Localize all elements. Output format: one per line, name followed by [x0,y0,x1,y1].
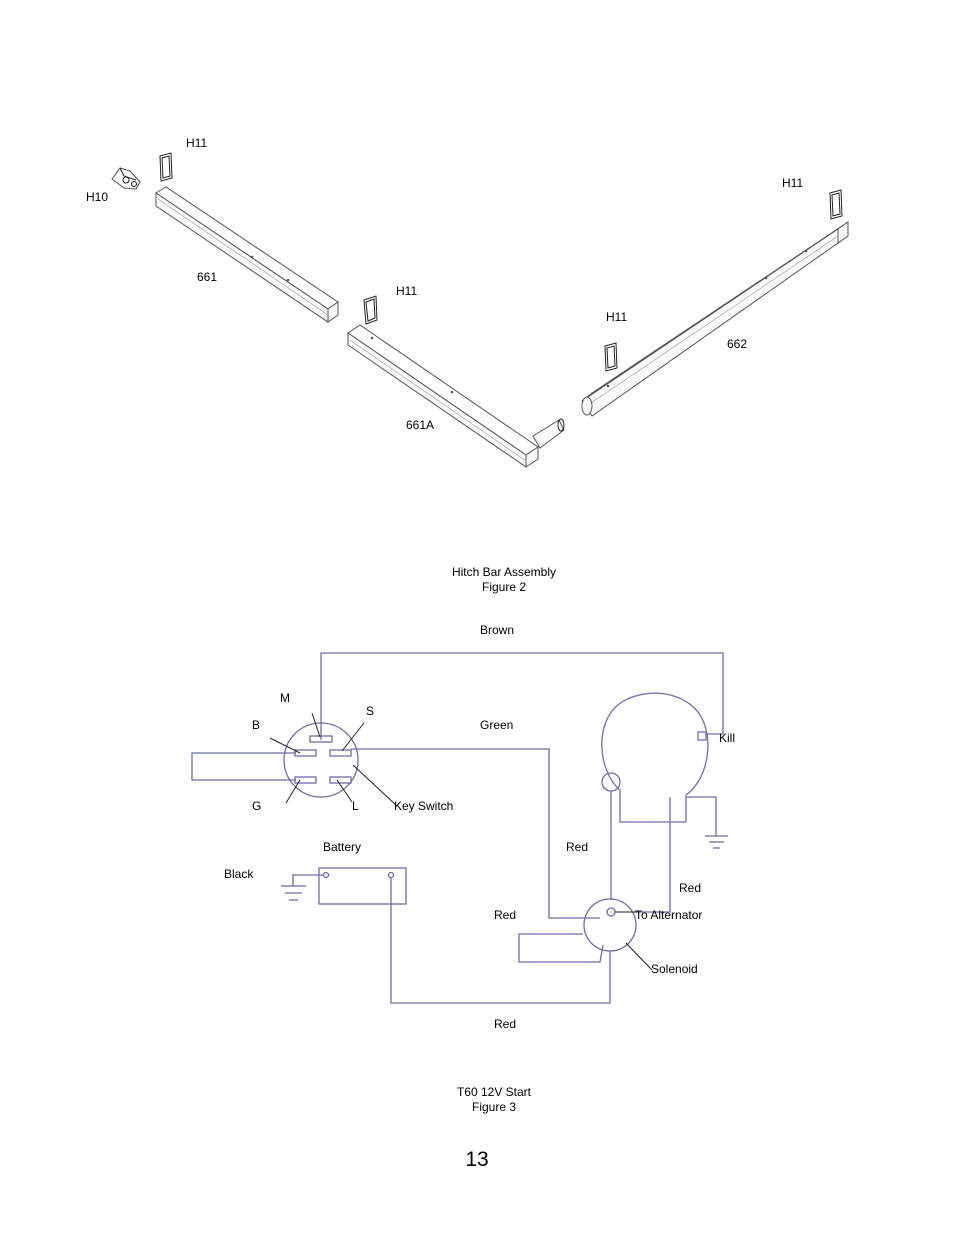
label-red-top: Red [566,840,588,854]
label-h11-b: H11 [396,284,417,298]
part-661-bar [155,186,339,323]
part-h11-pin-a [159,152,173,182]
b-to-g-jumper-wire [191,752,296,781]
battery-positive-terminal [387,871,395,879]
part-h11-pin-d [829,189,843,220]
leader-g [285,779,301,804]
label-brown: Brown [480,623,514,637]
label-to-alternator: To Alternator [635,908,702,922]
green-wire [351,748,600,919]
label-kill: Kill [719,731,735,745]
battery [281,867,407,905]
battery-negative-terminal [322,871,330,879]
terminal-b [294,749,317,757]
alternator-terminal [601,772,621,792]
label-l: L [352,799,359,813]
label-green: Green [480,718,513,732]
label-h10: H10 [86,190,108,204]
label-h11-d: H11 [782,176,803,190]
hitch-bar-assembly-figure: H11 H10 661 H11 H11 H11 662 661A Hitch B… [86,136,849,594]
label-red-right: Red [679,881,701,895]
leader-s [341,722,365,752]
solenoid [583,898,637,952]
page-number: 13 [465,1148,488,1171]
label-solenoid: Solenoid [651,962,698,976]
label-red-left: Red [494,908,516,922]
figure2-caption-number: Figure 2 [482,580,526,594]
brown-wire [320,652,724,740]
label-s: S [366,704,374,718]
leader-key-switch [352,764,398,807]
terminal-s [329,749,352,757]
red-wire-battery [390,878,611,1004]
label-b: B [252,718,260,732]
kill-terminal [697,731,707,741]
label-662: 662 [727,337,747,351]
leader-l [336,779,353,803]
figure3-caption-title: T60 12V Start [457,1085,532,1099]
part-661a-bar [347,324,565,468]
black-ground-wire [292,874,323,886]
terminal-m [309,735,333,743]
leader-b [269,737,301,754]
label-key-switch: Key Switch [394,799,453,813]
label-red-bottom: Red [494,1017,516,1031]
part-h11-pin-b [363,295,378,325]
label-h11-c: H11 [606,310,627,324]
part-662-bar [581,221,849,417]
part-h10-clip [111,167,141,190]
wiring-diagram-figure: Brown M S B Green Kill G L Key Switch Ba… [191,623,735,1114]
figure2-caption-title: Hitch Bar Assembly [452,565,556,579]
label-h11-a: H11 [186,136,207,150]
key-switch [283,722,359,798]
leader-solenoid [625,942,653,971]
red-wire-solenoid-loop [518,933,604,963]
leader-m [311,712,321,738]
label-battery: Battery [323,840,361,854]
part-h11-pin-c [604,342,618,372]
label-661a: 661A [406,418,434,432]
label-661: 661 [197,270,217,284]
label-g: G [252,799,261,813]
label-black: Black [224,867,254,881]
engine-alternator [601,692,728,849]
red-wire-to-alternator [634,797,671,913]
terminal-l [329,776,352,784]
label-m: M [280,691,290,705]
figure3-caption-number: Figure 3 [472,1100,516,1114]
